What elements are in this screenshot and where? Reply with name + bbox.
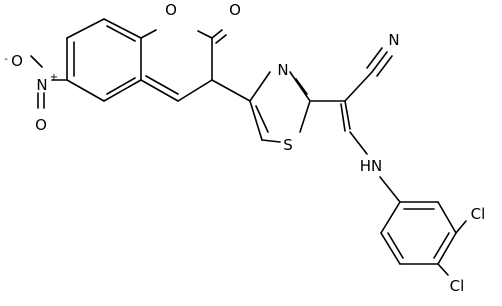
atom-label-nitro-oxygen-minus: O bbox=[11, 52, 23, 70]
chlorine-bond-upper bbox=[455, 220, 467, 234]
atom-label-nitro-nitrogen: N bbox=[36, 76, 47, 94]
coumarin-benzene-ring bbox=[66, 18, 142, 102]
thiazole-ring bbox=[249, 71, 311, 143]
amine-aryl-bond bbox=[379, 176, 401, 203]
dichlorophenyl-ring bbox=[380, 201, 457, 265]
atom-label-chlorine-upper: Cl bbox=[471, 205, 486, 223]
atom-label-thiazole-sulfur: S bbox=[283, 136, 293, 154]
charge-label-minus: - bbox=[4, 54, 8, 65]
atom-label-ring-oxygen: O bbox=[165, 1, 177, 19]
atom-label-carbonyl-oxygen: O bbox=[229, 1, 241, 19]
atom-label-nitro-oxygen-double: O bbox=[35, 116, 47, 134]
atom-label-thiazole-nitrogen: N bbox=[277, 61, 288, 79]
coumarin-pyranone-ring bbox=[140, 29, 227, 102]
atom-label-chlorine-lower: Cl bbox=[450, 277, 465, 295]
nitro-group-bonds bbox=[30, 55, 68, 109]
atom-label-amine-hn: HN bbox=[360, 157, 383, 175]
chlorine-bond-lower bbox=[437, 263, 449, 276]
atom-label-nitrile-nitrogen: N bbox=[388, 31, 399, 49]
charge-label-plus: + bbox=[50, 72, 58, 83]
acrylonitrile-chain bbox=[309, 47, 393, 155]
coumarin-thiazole-bond bbox=[211, 79, 251, 102]
